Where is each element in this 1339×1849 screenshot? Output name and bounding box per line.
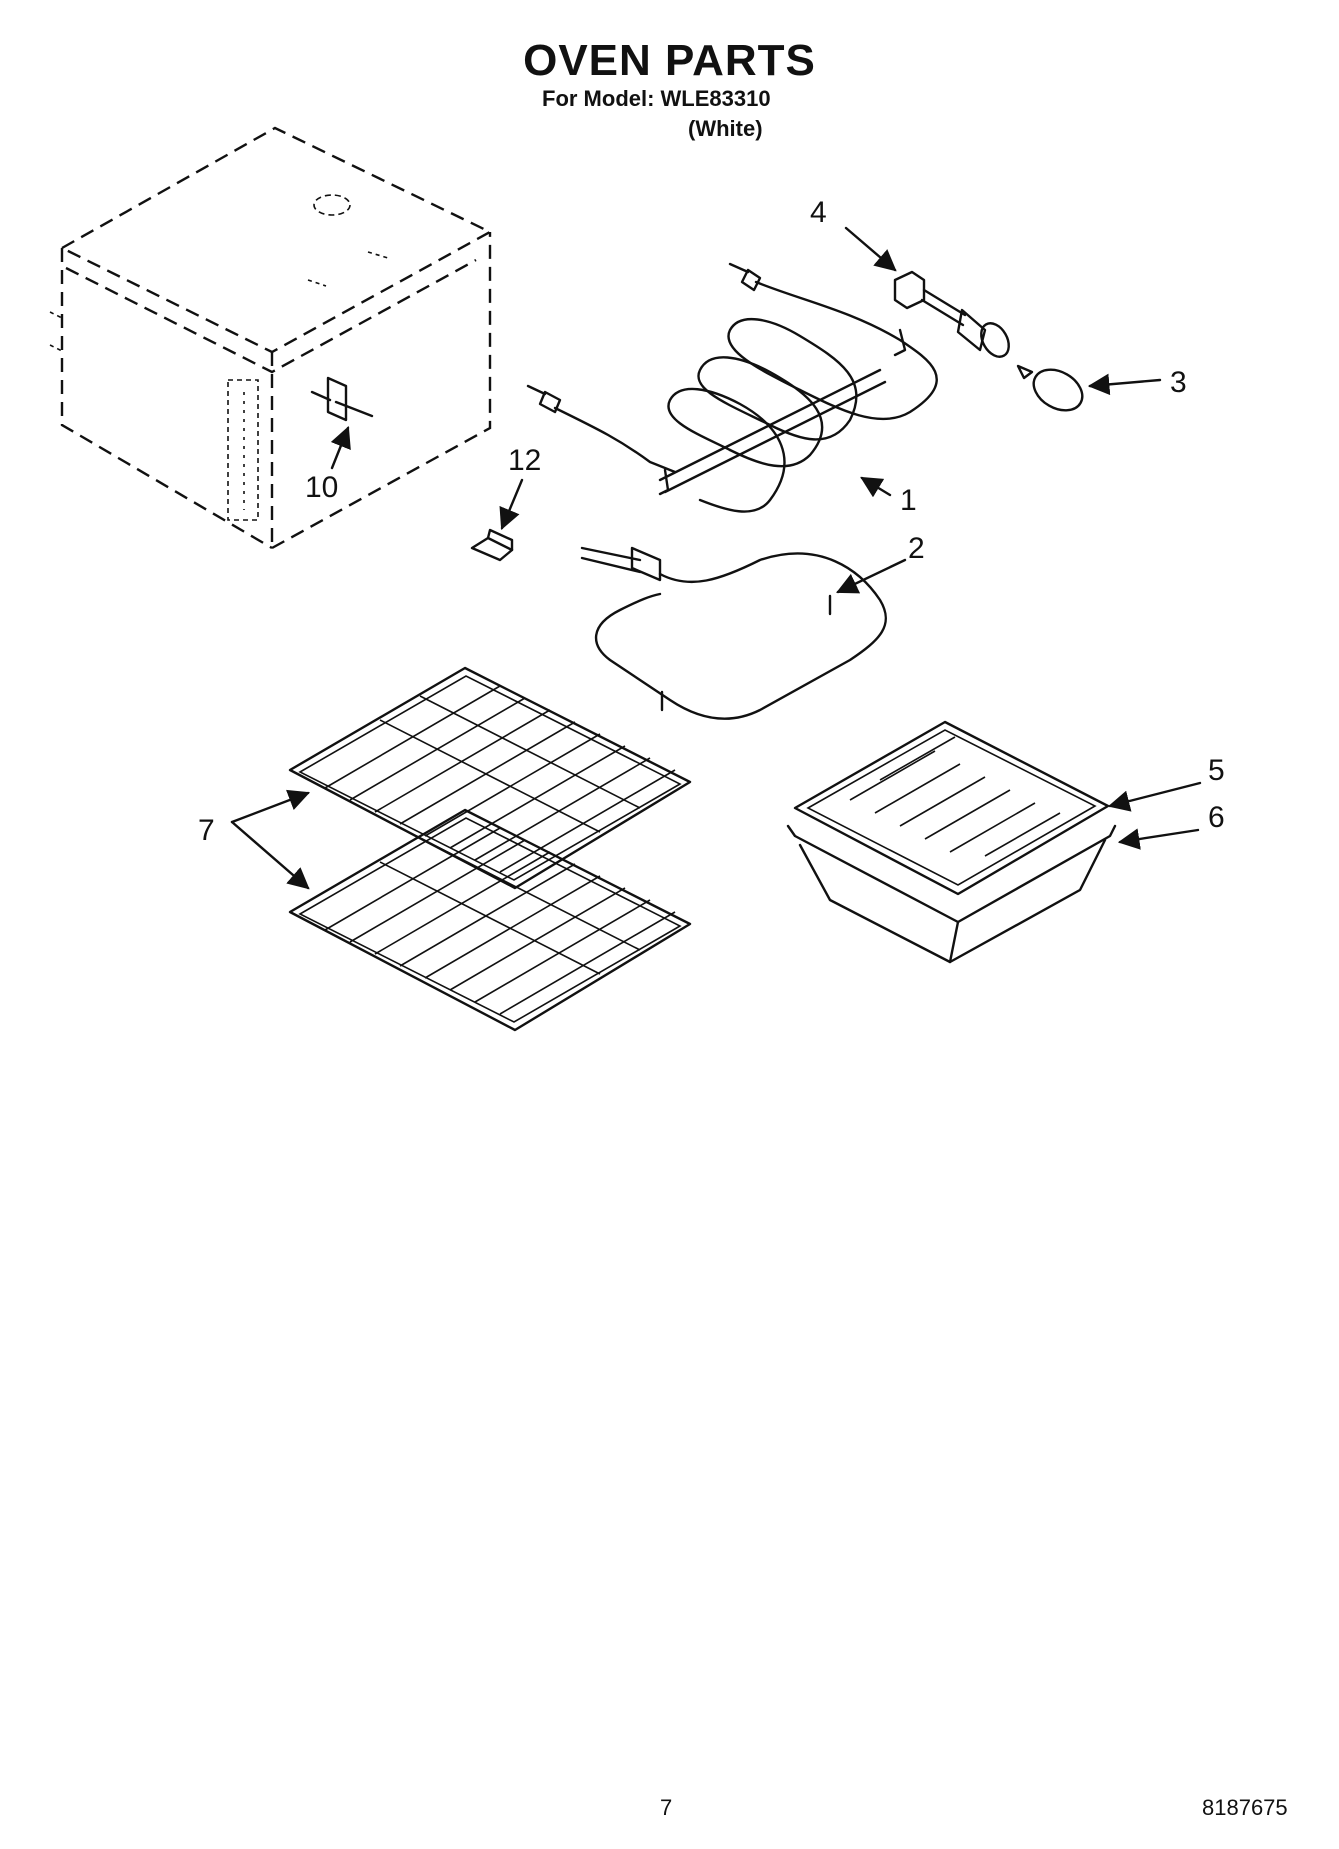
part-12-clip	[470, 528, 514, 562]
callout-5: 5	[1208, 754, 1225, 787]
callout-4: 4	[810, 196, 827, 229]
oven-cavity-outline	[49, 126, 493, 550]
part-1-bake-element	[526, 262, 938, 513]
callout-12-leader	[499, 478, 524, 530]
callout-1-leader	[860, 476, 892, 498]
callout-3-leader	[1087, 373, 1162, 396]
callout-2-leader	[836, 558, 907, 594]
callout-5-leader	[1107, 781, 1202, 812]
callout-1: 1	[900, 484, 917, 517]
color-line: (White)	[688, 116, 763, 141]
callout-6-leader	[1117, 828, 1200, 850]
callout-12: 12	[508, 444, 541, 477]
model-line: For Model: WLE83310	[542, 86, 771, 111]
part-6-broiler-pan	[786, 824, 1117, 964]
part-3-light-bulb	[1016, 364, 1084, 412]
page-number: 7	[660, 1795, 673, 1820]
part-7-oven-rack-upper	[288, 666, 692, 890]
callout-7: 7	[198, 814, 215, 847]
callout-4-leader	[844, 226, 897, 272]
callout-6: 6	[1208, 801, 1225, 834]
callout-10-leader	[330, 425, 351, 470]
callout-10: 10	[305, 471, 338, 504]
callout-3: 3	[1170, 366, 1187, 399]
part-2-broil-element	[580, 546, 888, 720]
part-4-light-socket	[893, 270, 1010, 358]
part-10-sensor	[310, 376, 374, 422]
callout-2: 2	[908, 532, 925, 565]
document-number: 8187675	[1202, 1795, 1288, 1820]
part-7-oven-rack-lower	[288, 808, 692, 1032]
callout-7-leader-lower	[230, 820, 310, 890]
part-5-broiler-pan-grid	[793, 720, 1110, 896]
callout-7-leader-upper	[230, 789, 311, 824]
page-title: OVEN PARTS	[523, 36, 816, 85]
